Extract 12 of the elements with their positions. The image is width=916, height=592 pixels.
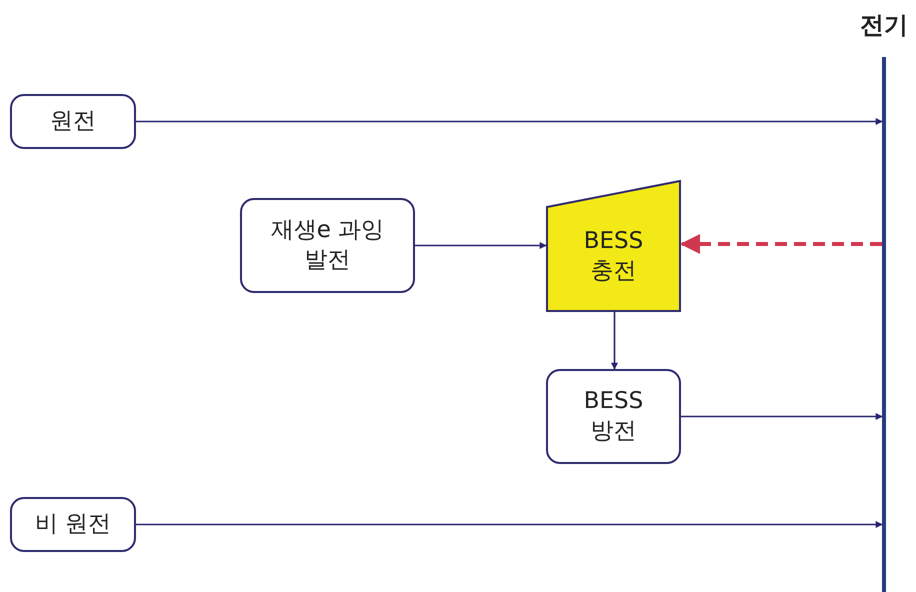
process-box: 비 원전 xyxy=(10,497,136,552)
node-label: BESS 충전 xyxy=(582,227,644,286)
process-box: 재생e 과잉발전 xyxy=(240,198,415,293)
arrow xyxy=(415,242,547,249)
arrow xyxy=(136,521,883,528)
arrow xyxy=(681,413,883,420)
process-box: BESS 방전 xyxy=(546,369,681,464)
arrow xyxy=(680,234,882,254)
arrow xyxy=(611,312,618,370)
bus-label: 전기 xyxy=(859,10,909,41)
process-box: 원전 xyxy=(10,94,136,149)
arrow xyxy=(136,118,883,125)
